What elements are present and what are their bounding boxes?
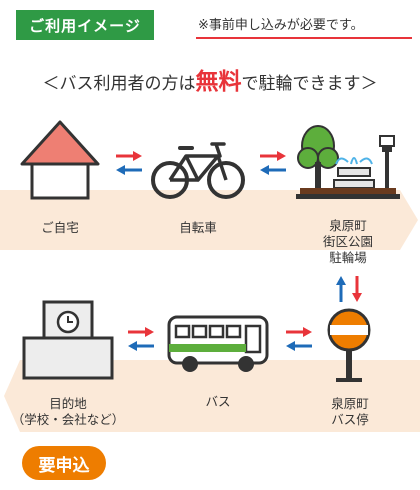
application-required-badge: 要申込 [22,446,106,480]
park-label-line1: 泉原町 [329,218,367,233]
bus-stop-label-line1: 泉原町 [331,396,369,411]
arrow-pair-bus-busstop [286,327,312,351]
arrow-pair-destination-bus [128,327,154,351]
arrow-pair-home-bike [116,151,142,175]
headline-free: 無料 [195,69,242,95]
bus-label: バス [205,394,231,409]
destination-label: 目的地 （学校・会社など） [6,396,130,428]
destination-building-icon [22,300,114,380]
home-label: ご自宅 [41,220,79,235]
usage-image-tag: ご利用イメージ [16,10,154,40]
bus-icon [167,315,269,372]
bus-stop-sign-icon [327,308,371,382]
destination-label-line2: （学校・会社など） [11,412,125,427]
arrow-pair-park-busstop [336,276,362,302]
park-icon [296,125,400,199]
top-flow-band [0,190,418,250]
bicycle-label: 自転車 [179,220,217,235]
house-icon [20,120,100,200]
headline-right: で駐輪できます＞ [241,74,378,94]
arrow-pair-bike-park [260,151,286,175]
bus-stop-label: 泉原町 バス停 [310,396,390,428]
bus-stop-label-line2: バス停 [331,412,369,427]
park-label: 泉原町 街区公園 駐輪場 [296,218,400,266]
bicycle-icon [151,142,245,199]
park-label-line2: 街区公園 [322,234,373,249]
headline: ＜バス利用者の方は無料で駐輪できます＞ [0,62,420,96]
advance-application-note: ※事前申し込みが必要です。 [198,18,364,33]
note-underline [196,37,412,39]
headline-left: ＜バス利用者の方は [42,74,196,94]
destination-label-line1: 目的地 [49,396,87,411]
park-label-line3: 駐輪場 [329,250,367,265]
